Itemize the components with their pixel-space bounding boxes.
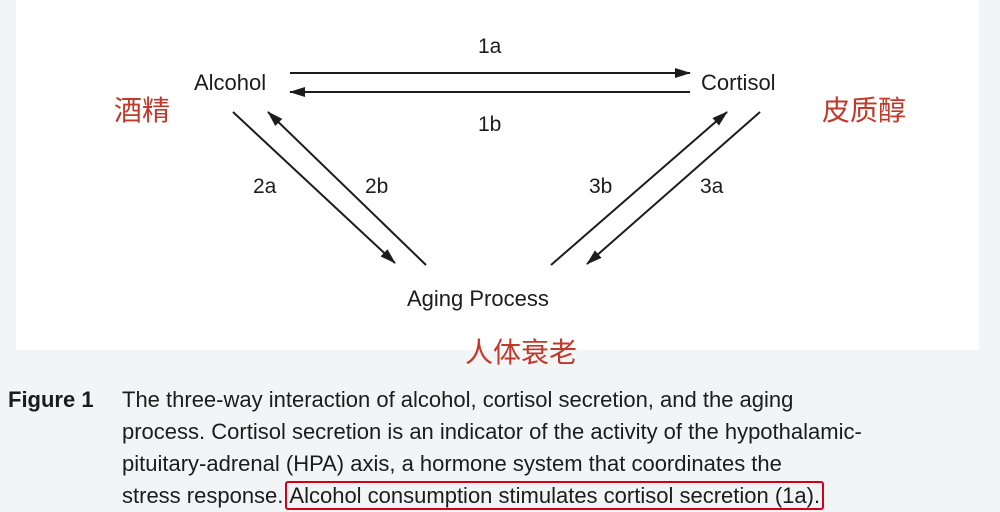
edge-label-3b: 3b: [589, 175, 613, 198]
node-aging-process: Aging Process: [407, 286, 549, 311]
caption-line-4-text: stress response.: [122, 483, 284, 508]
arrow-3a: [586, 111, 761, 265]
arrow-2a: [232, 111, 396, 264]
edge-label-1a: 1a: [478, 35, 502, 58]
node-alcohol: Alcohol: [194, 70, 267, 95]
edge-label-2b: 2b: [365, 175, 389, 198]
annotation-cortisol-cn: 皮质醇: [822, 95, 907, 126]
caption-line-2: process. Cortisol secretion is an indica…: [122, 419, 862, 444]
highlight-box: Alcohol consumption stimulates cortisol …: [285, 481, 825, 510]
annotation-alcohol-cn: 酒精: [114, 95, 171, 126]
edge-label-1b: 1b: [478, 113, 502, 136]
arrow-2b: [267, 111, 427, 266]
diagram-panel: [16, 0, 979, 350]
annotation-aging-cn: 人体衰老: [465, 337, 578, 368]
edge-label-3a: 3a: [700, 175, 724, 198]
arrow-3b: [550, 111, 728, 266]
edge-label-2a: 2a: [253, 175, 277, 198]
caption-line-3: pituitary-adrenal (HPA) axis, a hormone …: [122, 451, 782, 476]
caption-tag: Figure 1: [8, 387, 94, 412]
caption-line-4: stress response.Alcohol consumption stim…: [122, 480, 825, 512]
node-cortisol: Cortisol: [701, 70, 776, 95]
caption-line-1: The three-way interaction of alcohol, co…: [122, 387, 794, 412]
